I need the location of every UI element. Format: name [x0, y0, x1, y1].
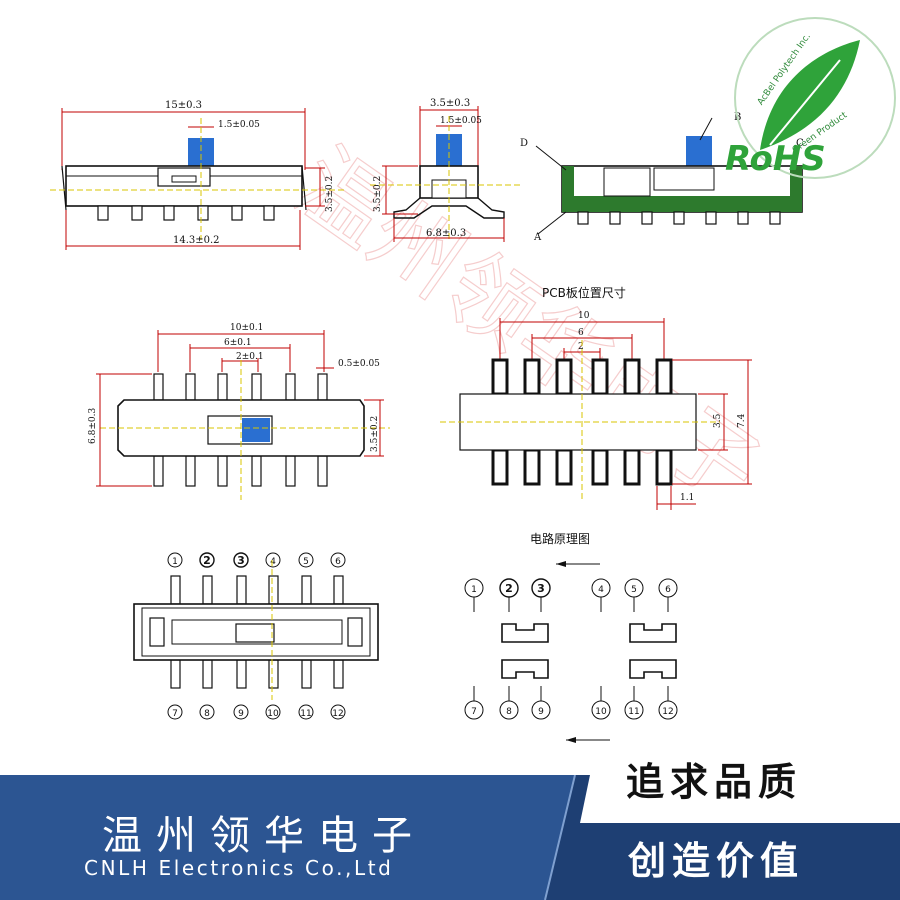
schematic-pin-1: 1 — [464, 578, 484, 598]
front-view: 15±0.3 1.5±0.05 3.5±0.2 14.3±0.2 — [50, 100, 345, 250]
pin-label-7: 7 — [167, 704, 183, 720]
pin-label-1-label: 1 — [172, 557, 178, 567]
schematic-pin-6-label: 6 — [665, 585, 671, 595]
dim-top-2: 2±0.1 — [236, 352, 264, 362]
pcb-dim-6: 6 — [578, 328, 584, 338]
pin-label-10: 10 — [265, 704, 281, 720]
dim-side-3-5: 3.5±0.3 — [430, 98, 470, 109]
dim-actuator-1-5: 1.5±0.05 — [218, 120, 260, 130]
dim-side-6-8: 6.8±0.3 — [426, 228, 466, 239]
company-name-en: CNLH Electronics Co.,Ltd — [84, 856, 394, 880]
pin-label-3: 3 — [233, 552, 249, 568]
slogan-line-1: 追求品质 — [626, 760, 803, 804]
pcb-dim-1-1: 1.1 — [680, 493, 694, 503]
schematic-pin-1-label: 1 — [471, 585, 477, 595]
pcb-dim-2: 2 — [578, 342, 584, 352]
pin-label-1: 1 — [167, 552, 183, 568]
dim-width-14-3: 14.3±0.2 — [173, 235, 220, 246]
schematic-pin-3: 3 — [531, 578, 551, 598]
pcb-dim-7-4: 7.4 — [737, 413, 747, 428]
pin-label-8: 8 — [199, 704, 215, 720]
pin-label-5: 5 — [298, 552, 314, 568]
pin-label-12: 12 — [330, 704, 346, 720]
schematic-pin-2-label: 2 — [505, 582, 513, 595]
actuator-blue-section — [686, 136, 712, 166]
schematic-pin-4-label: 4 — [598, 585, 604, 595]
schematic-pin-10: 10 — [591, 700, 611, 720]
schematic-pin-12: 12 — [658, 700, 678, 720]
schematic-pin-5-label: 5 — [631, 585, 637, 595]
company-name-cn: 温州领华电子 — [102, 813, 426, 859]
schematic-title: 电路原理图 — [530, 531, 590, 546]
pin-label-11-label: 11 — [300, 709, 311, 719]
footer-banner — [0, 775, 900, 900]
schematic-pin-6: 6 — [658, 578, 678, 598]
schematic-pin-8: 8 — [499, 700, 519, 720]
schematic-pin-4: 4 — [591, 578, 611, 598]
pin-label-2: 2 — [199, 552, 215, 568]
label-c: C — [796, 138, 804, 149]
dim-top-3-5: 3.5±0.2 — [370, 416, 380, 452]
side-view: 3.5±0.3 1.5±0.05 3.5±0.2 6.8±0.3 — [370, 98, 520, 242]
schematic-pin-11-label: 11 — [628, 707, 639, 717]
pin-label-4-label: 4 — [270, 557, 276, 567]
pin-view-bottom-labels: 7 8 9 10 11 12 — [167, 704, 346, 720]
pin-label-6: 6 — [330, 552, 346, 568]
schematic-pin-9-label: 9 — [538, 707, 544, 717]
rohs-logo: AcBel Polytech Inc. Green Product RoHS — [725, 17, 896, 179]
arrow-left-icon — [556, 561, 566, 567]
schematic-pin-9: 9 — [531, 700, 551, 720]
schematic-bottom-pins: 7 8 9 10 11 12 — [464, 686, 678, 720]
pin-label-3-label: 3 — [237, 554, 245, 567]
pin-label-6-label: 6 — [335, 557, 341, 567]
pcb-dim-3-5: 3.5 — [713, 413, 723, 428]
dim-top-6-8: 6.8±0.3 — [88, 408, 98, 444]
schematic-pin-7: 7 — [464, 700, 484, 720]
pin-label-2-label: 2 — [203, 554, 211, 567]
pin-label-11: 11 — [298, 704, 314, 720]
schematic-pin-10-label: 10 — [595, 707, 607, 717]
dim-side-height: 3.5±0.2 — [373, 176, 383, 212]
pin-label-8-label: 8 — [204, 709, 210, 719]
schematic-pin-12-label: 12 — [662, 707, 673, 717]
pin-label-7-label: 7 — [172, 709, 178, 719]
dim-top-0-5: 0.5±0.05 — [338, 359, 380, 369]
schematic-pin-11: 11 — [624, 700, 644, 720]
label-d: D — [520, 138, 528, 149]
dim-side-1-5: 1.5±0.05 — [440, 116, 482, 126]
pin-label-4: 4 — [265, 552, 281, 568]
section-view: D B C A — [520, 112, 804, 243]
slogan-line-2: 创造价值 — [628, 839, 805, 883]
schematic-pin-3-label: 3 — [537, 582, 545, 595]
pin-label-9-label: 9 — [238, 709, 244, 719]
pin-label-9: 9 — [233, 704, 249, 720]
dim-top-10: 10±0.1 — [230, 323, 263, 333]
pin-view-top-labels: 1 2 3 4 5 6 — [167, 552, 346, 568]
schematic-pin-7-label: 7 — [471, 707, 477, 717]
pcb-title: PCB板位置尺寸 — [542, 285, 626, 300]
label-a: A — [533, 232, 542, 243]
pcb-dim-10: 10 — [578, 311, 590, 321]
pin-label-10-label: 10 — [267, 709, 279, 719]
dim-height-3-5: 3.5±0.2 — [325, 176, 335, 212]
schematic-pin-5: 5 — [624, 578, 644, 598]
pin-label-5-label: 5 — [303, 557, 309, 567]
rohs-label: RoHS — [725, 139, 826, 179]
schematic-pin-2: 2 — [499, 578, 519, 598]
dim-width-15: 15±0.3 — [165, 100, 202, 111]
schematic-pin-8-label: 8 — [506, 707, 512, 717]
pin-label-12-label: 12 — [332, 709, 343, 719]
pcb-layout: PCB板位置尺寸 10 6 2 3.5 7.4 — [440, 285, 752, 510]
dim-top-6: 6±0.1 — [224, 338, 252, 348]
top-view: 10±0.1 6±0.1 2±0.1 0.5±0.05 6.8±0.3 3. — [88, 323, 390, 500]
arrow-left-icon — [566, 737, 576, 743]
actuator-blue-top — [242, 418, 270, 442]
schematic-top-pins: 1 2 3 4 5 6 — [464, 578, 678, 612]
